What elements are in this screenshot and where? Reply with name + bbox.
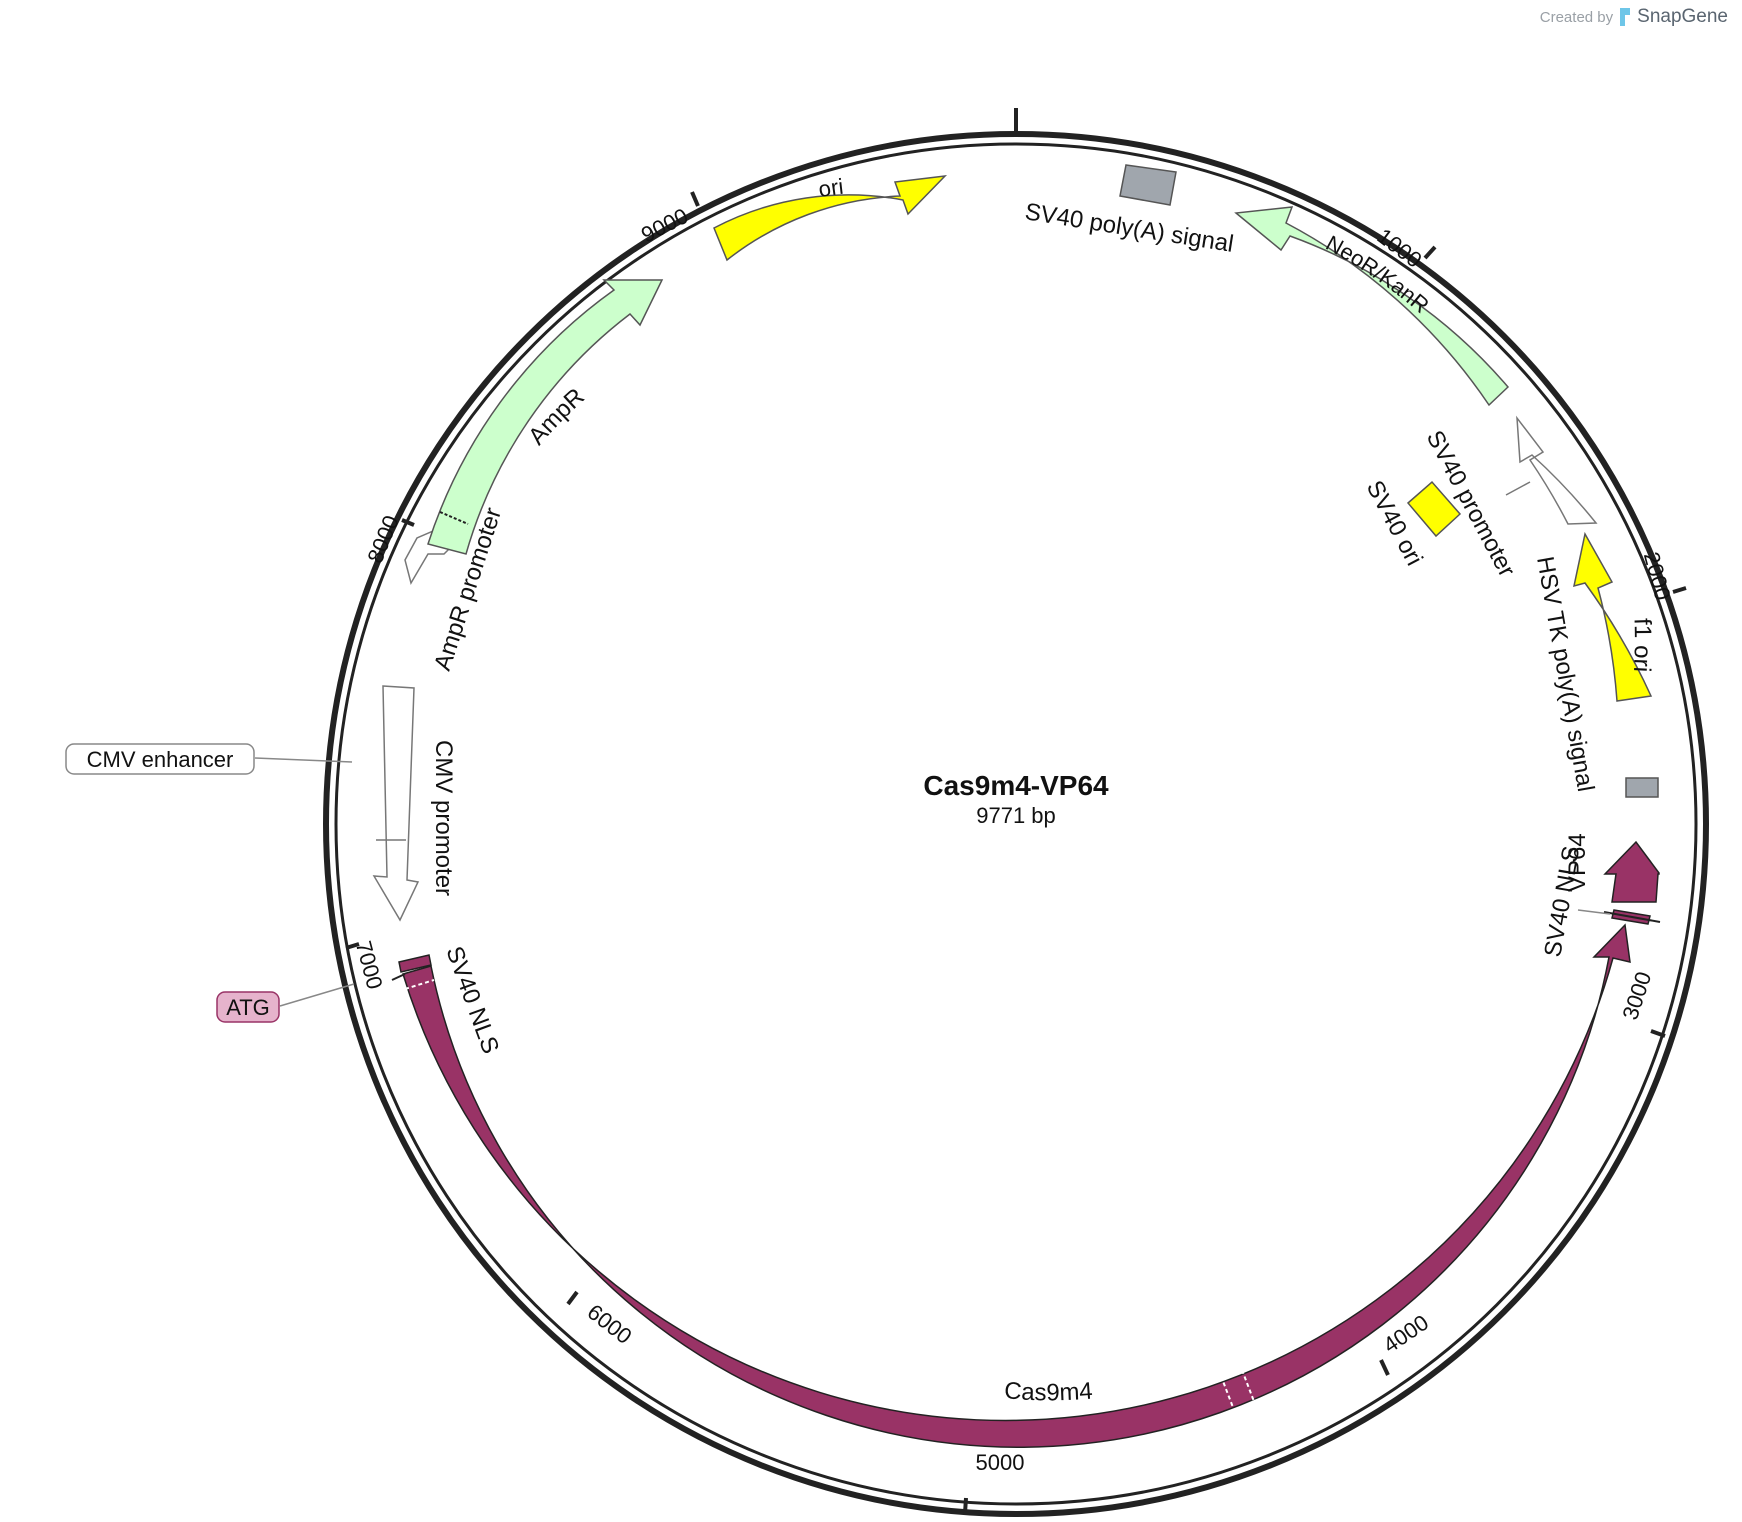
feature-cmv-promoter[interactable]: CMV promoter <box>372 685 457 922</box>
feature-sv40-ori[interactable]: SV40 ori <box>1361 476 1462 570</box>
feature-cmv-enhancer[interactable]: CMV enhancer <box>65 743 353 775</box>
sv40-polya-label: SV40 poly(A) signal <box>1023 198 1235 258</box>
feature-neor-kanr[interactable]: NeoR/KanR <box>1234 206 1510 407</box>
cmv-promoter-label: CMV promoter <box>430 740 457 896</box>
sv40-nls-c-label: SV40 NLS <box>1539 844 1585 959</box>
tick-3000: 3000 <box>1617 969 1666 1038</box>
svg-text:5000: 5000 <box>976 1450 1025 1475</box>
svg-text:2000: 2000 <box>1639 549 1676 603</box>
feature-ori[interactable]: ori <box>713 174 948 262</box>
tick-5000: 5000 <box>963 1450 1025 1514</box>
plasmid-length: 9771 bp <box>976 803 1056 828</box>
snapgene-logo-icon <box>1620 8 1631 26</box>
f1-ori-label: f1 ori <box>1628 618 1656 673</box>
sv40-ori-label: SV40 ori <box>1361 476 1428 570</box>
snapgene-watermark: Created by SnapGene <box>1540 6 1728 28</box>
plasmid-name: Cas9m4-VP64 <box>923 770 1109 801</box>
feature-vp64[interactable]: VP64 <box>1564 833 1660 903</box>
svg-text:3000: 3000 <box>1617 969 1656 1023</box>
snapgene-wordmark: SnapGene <box>1637 6 1728 27</box>
feature-atg[interactable]: ATG <box>216 983 355 1023</box>
created-by-text: Created by <box>1539 8 1614 26</box>
backbone-inner-ring <box>334 142 1698 1506</box>
ori-label: ori <box>817 174 845 202</box>
feature-sv40-polya[interactable]: SV40 poly(A) signal <box>1023 164 1235 258</box>
feature-cas9m4[interactable]: Cas9m4 <box>402 923 1631 1448</box>
atg-label: ATG <box>226 995 270 1020</box>
hsv-tk-polya-label: HSV TK poly(A) signal <box>1531 554 1599 793</box>
cmv-enhancer-label: CMV enhancer <box>87 747 234 772</box>
svg-text:6000: 6000 <box>583 1299 637 1349</box>
cas9m4-label: Cas9m4 <box>1003 1377 1093 1406</box>
tick-2000: 2000 <box>1639 549 1687 603</box>
vp64-label: VP64 <box>1564 833 1591 892</box>
feature-f1-ori[interactable]: f1 ori <box>1573 531 1656 702</box>
